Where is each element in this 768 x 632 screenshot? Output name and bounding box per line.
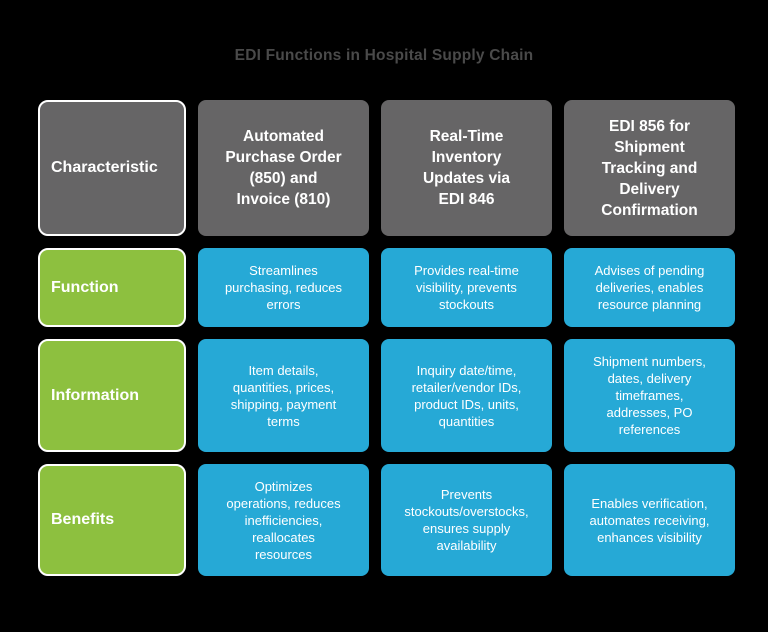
- row-label-benefits: Benefits: [38, 464, 186, 576]
- header-cell-characteristic: Characteristic: [38, 100, 186, 236]
- cell-function-purchase-order: Streamlines purchasing, reduces errors: [198, 248, 369, 327]
- cell-benefits-inventory-updates: Prevents stockouts/overstocks, ensures s…: [381, 464, 552, 576]
- column-header-purchase-order-invoice: Automated Purchase Order (850) and Invoi…: [198, 100, 369, 236]
- cell-information-inventory-updates: Inquiry date/time, retailer/vendor IDs, …: [381, 339, 552, 452]
- cell-information-purchase-order: Item details, quantities, prices, shippi…: [198, 339, 369, 452]
- column-header-inventory-updates: Real-Time Inventory Updates via EDI 846: [381, 100, 552, 236]
- cell-benefits-shipment-tracking: Enables verification, automates receivin…: [564, 464, 735, 576]
- cell-benefits-purchase-order: Optimizes operations, reduces inefficien…: [198, 464, 369, 576]
- page-title: EDI Functions in Hospital Supply Chain: [234, 47, 534, 64]
- cell-function-shipment-tracking: Advises of pending deliveries, enables r…: [564, 248, 735, 327]
- row-label-function: Function: [38, 248, 186, 327]
- column-header-shipment-tracking: EDI 856 for Shipment Tracking and Delive…: [564, 100, 735, 236]
- cell-information-shipment-tracking: Shipment numbers, dates, delivery timefr…: [564, 339, 735, 452]
- cell-function-inventory-updates: Provides real-time visibility, prevents …: [381, 248, 552, 327]
- row-label-information: Information: [38, 339, 186, 452]
- edi-comparison-table: Characteristic Automated Purchase Order …: [38, 100, 735, 576]
